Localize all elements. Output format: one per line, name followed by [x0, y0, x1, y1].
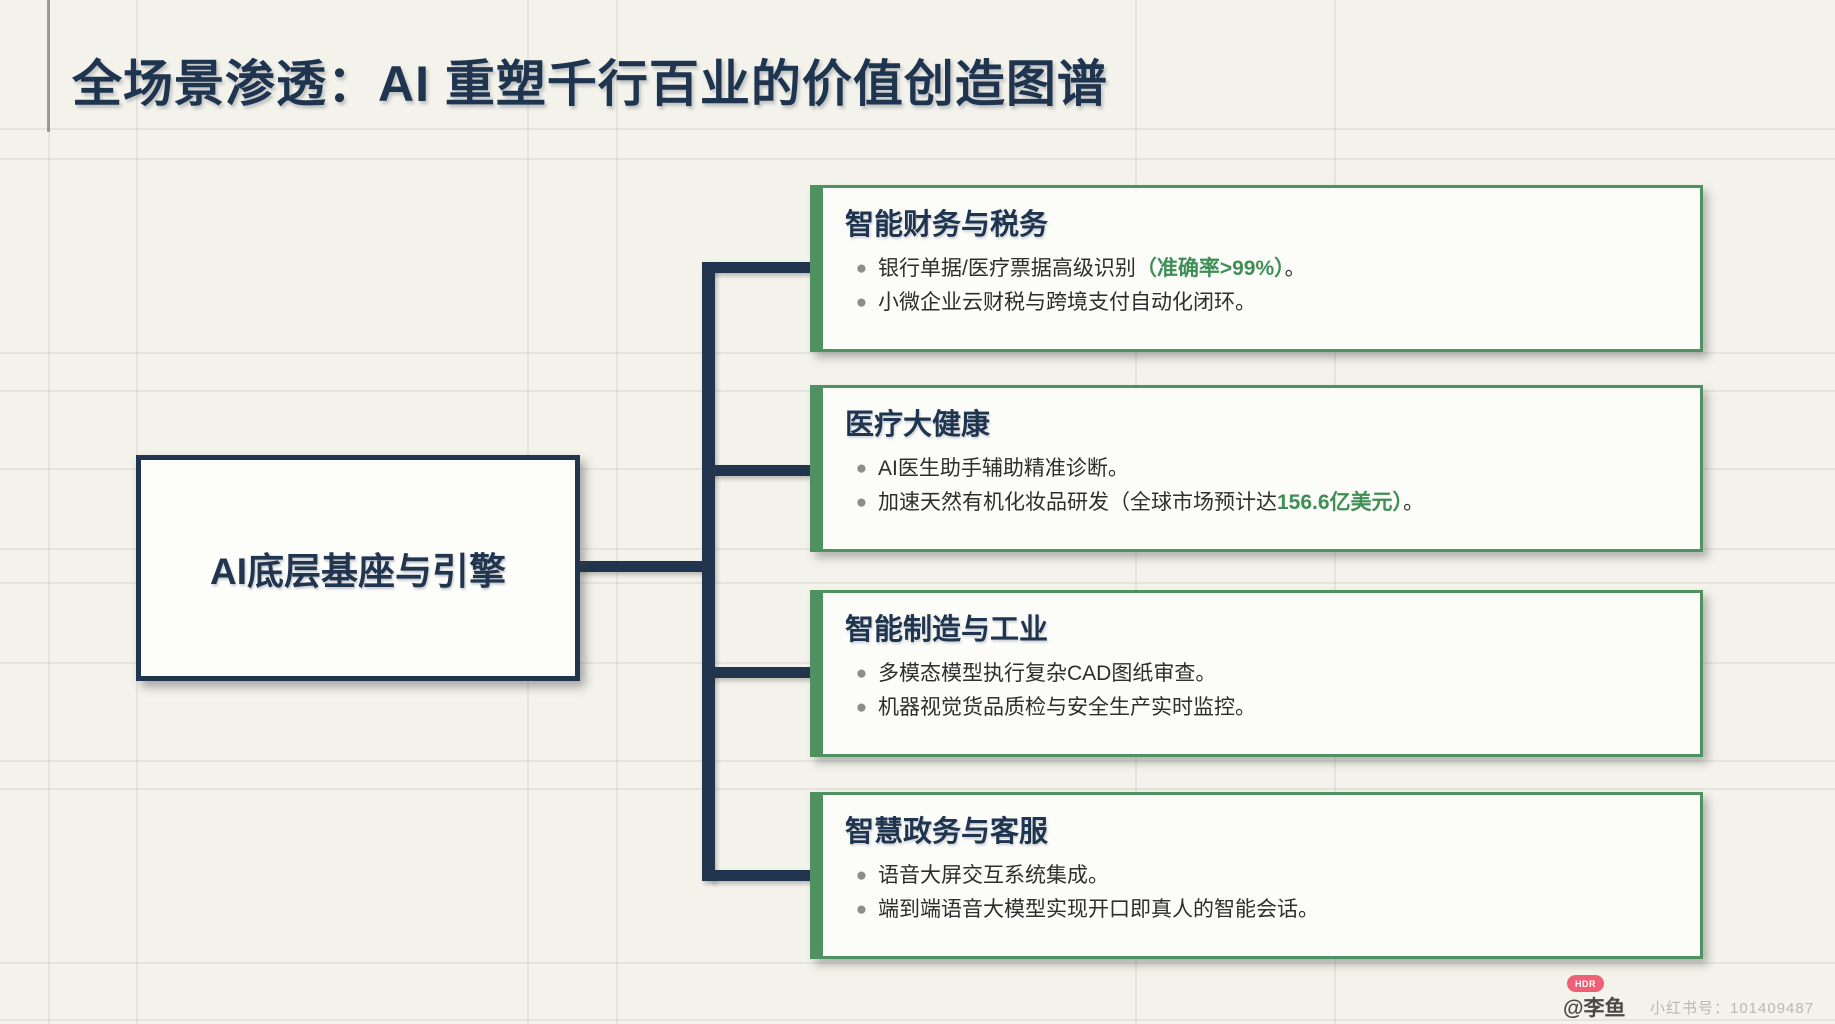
- bullet-text: 机器视觉货品质检与安全生产实时监控。: [878, 696, 1256, 719]
- connector-branch-2: [710, 465, 812, 476]
- grid-line: [0, 128, 1835, 130]
- bullet-dot-icon: ●: [855, 458, 868, 479]
- highlight-text: 156.6亿美元）: [1277, 491, 1404, 514]
- connector-branch-4: [710, 870, 812, 881]
- page-title: 全场景渗透：AI 重塑千行百业的价值创造图谱: [72, 56, 1108, 112]
- bullet-text: 加速天然有机化妆品研发（全球市场预计达156.6亿美元）。: [878, 491, 1425, 514]
- bullet-text: 语音大屏交互系统集成。: [878, 864, 1109, 887]
- list-item: ● AI医生助手辅助精准诊断。: [845, 452, 1680, 486]
- list-item: ● 端到端语音大模型实现开口即真人的智能会话。: [845, 893, 1680, 927]
- bullet-dot-icon: ●: [855, 292, 868, 313]
- grid-line: [48, 0, 50, 1024]
- bullet-dot-icon: ●: [855, 697, 868, 718]
- connector-branch-3: [710, 667, 812, 678]
- connector-branch-1: [710, 262, 812, 273]
- highlight-text: （准确率>99%）: [1135, 257, 1285, 280]
- bullet-text: 多模态模型执行复杂CAD图纸审查。: [878, 662, 1217, 685]
- bullet-text: 小微企业云财税与跨境支付自动化闭环。: [878, 291, 1256, 314]
- watermark-account-id: 小红书号：101409487: [1650, 1000, 1815, 1017]
- branch-title: 医疗大健康: [845, 409, 991, 441]
- grid-line: [0, 352, 1835, 354]
- list-item: ● 语音大屏交互系统集成。: [845, 859, 1680, 893]
- bullet-dot-icon: ●: [855, 492, 868, 513]
- grid-line: [0, 760, 1835, 762]
- connector-root-link: [578, 561, 708, 572]
- grid-line: [47, 0, 50, 132]
- bullet-dot-icon: ●: [855, 663, 868, 684]
- grid-line: [0, 158, 1835, 160]
- branch-title: 智能财务与税务: [845, 209, 1049, 241]
- list-item: ● 机器视觉货品质检与安全生产实时监控。: [845, 691, 1680, 725]
- grid-line: [616, 0, 618, 1024]
- bullet-text: 端到端语音大模型实现开口即真人的智能会话。: [878, 898, 1319, 921]
- root-node: AI底层基座与引擎: [136, 455, 580, 681]
- bullet-dot-icon: ●: [855, 899, 868, 920]
- connector-trunk: [702, 262, 715, 881]
- hdr-badge: HDR: [1567, 975, 1604, 992]
- branch-title: 智慧政务与客服: [845, 816, 1049, 848]
- branch-box-finance-tax: 智能财务与税务 ● 银行单据/医疗票据高级识别（准确率>99%）。 ● 小微企业…: [810, 185, 1703, 352]
- branch-title: 智能制造与工业: [845, 614, 1049, 646]
- list-item: ● 小微企业云财税与跨境支付自动化闭环。: [845, 286, 1680, 320]
- list-item: ● 银行单据/医疗票据高级识别（准确率>99%）。: [845, 252, 1680, 286]
- branch-box-government-service: 智慧政务与客服 ● 语音大屏交互系统集成。 ● 端到端语音大模型实现开口即真人的…: [810, 792, 1703, 959]
- root-node-label: AI底层基座与引擎: [210, 551, 506, 592]
- list-item: ● 加速天然有机化妆品研发（全球市场预计达156.6亿美元）。: [845, 486, 1680, 520]
- list-item: ● 多模态模型执行复杂CAD图纸审查。: [845, 657, 1680, 691]
- grid-line: [0, 582, 1835, 584]
- bullet-text: 银行单据/医疗票据高级识别（准确率>99%）。: [878, 257, 1306, 280]
- branch-box-manufacturing: 智能制造与工业 ● 多模态模型执行复杂CAD图纸审查。 ● 机器视觉货品质检与安…: [810, 590, 1703, 757]
- bullet-dot-icon: ●: [855, 258, 868, 279]
- grid-line: [0, 962, 1835, 964]
- grid-line: [0, 1019, 1835, 1021]
- watermark-handle: @李鱼: [1563, 997, 1626, 1020]
- branch-box-healthcare: 医疗大健康 ● AI医生助手辅助精准诊断。 ● 加速天然有机化妆品研发（全球市场…: [810, 385, 1703, 552]
- bullet-text: AI医生助手辅助精准诊断。: [878, 457, 1129, 480]
- grid-line: [0, 788, 1835, 790]
- bullet-dot-icon: ●: [855, 865, 868, 886]
